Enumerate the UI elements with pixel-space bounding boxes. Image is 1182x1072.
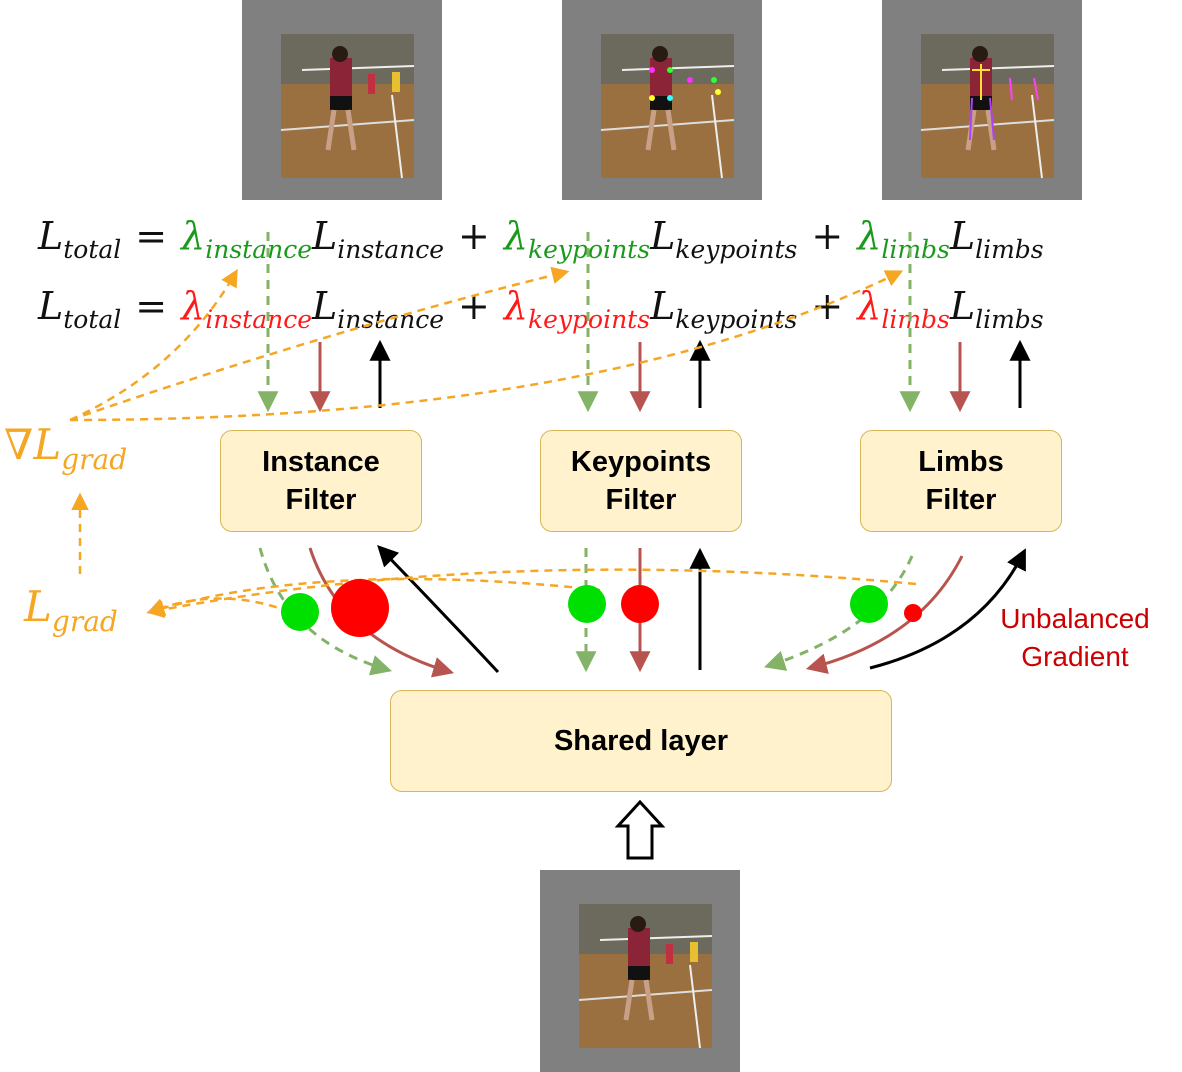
lambda-instance: λinstance <box>181 214 312 264</box>
shared-layer-box: Shared layer <box>390 690 892 792</box>
equals-sign: = <box>135 284 168 328</box>
limbs-top-arrows <box>899 232 1031 413</box>
orange-dashed-arrow <box>69 268 238 422</box>
green-dashed-arrow <box>764 555 914 671</box>
unbalanced-gradient-label: Unbalanced Gradient <box>1000 603 1150 672</box>
total-loss-subscript: total <box>63 305 122 334</box>
orange-dashed-arrow <box>146 577 601 617</box>
grad-collect-arrows <box>146 568 917 618</box>
grad-loss: Lgrad <box>24 582 118 638</box>
limbs-filter-label-2: Filter <box>925 484 997 516</box>
green-dashed-arrow <box>258 547 393 676</box>
lambda-keypoints: λkeypoints <box>503 214 650 264</box>
badminton-photo <box>280 34 415 179</box>
input-image <box>540 870 740 1072</box>
lambda-instance: λinstance <box>181 284 312 334</box>
plus-sign: + <box>811 284 844 328</box>
nabla-symbol: ∇ <box>4 420 34 469</box>
instance-top-arrows <box>257 232 391 413</box>
red-arrow <box>805 555 964 675</box>
instance-green-gradient-circle <box>281 593 319 631</box>
input-up-arrow <box>614 799 666 860</box>
lambda-limbs: λlimbs <box>857 284 950 334</box>
total-loss-symbol: L <box>38 284 64 328</box>
loss-instance: Linstance <box>312 214 445 264</box>
plus-sign: + <box>458 214 490 258</box>
keypoints-filter-label-2: Filter <box>605 484 677 516</box>
loss-keypoints: Lkeypoints <box>650 284 798 334</box>
equals-sign: = <box>135 214 168 258</box>
limbs-red-gradient-circle <box>904 604 922 622</box>
orange-dashed-arrow <box>146 568 917 618</box>
orange-dashed-arrow <box>69 266 570 422</box>
badminton-photo-keypoints <box>600 34 735 179</box>
instance-red-gradient-circle <box>331 579 389 637</box>
loss-equation-row-1: Ltotal = λinstanceLinstance + λkeypointsLkey… <box>38 214 1044 264</box>
badminton-photo-input <box>578 904 713 1049</box>
instance-filter-label-2: Filter <box>285 484 357 516</box>
limbs-filter-label-1: Limbs <box>918 446 1004 478</box>
instance-filter-label-1: Instance <box>262 446 380 478</box>
plus-sign: + <box>811 214 844 258</box>
loss-instance: Linstance <box>312 284 445 334</box>
badminton-photo-limbs <box>920 34 1055 179</box>
gradient-magnitudes <box>281 579 922 637</box>
keypoints-output-image <box>562 0 762 200</box>
black-arrow <box>869 548 1026 670</box>
instance-output-image <box>242 0 442 200</box>
total-loss-symbol: L <box>38 214 64 258</box>
loss-limbs: Llimbs <box>949 284 1044 334</box>
plus-sign: + <box>458 284 490 328</box>
total-loss-subscript: total <box>63 235 122 264</box>
keypoints-green-gradient-circle <box>568 585 606 623</box>
lambda-limbs: λlimbs <box>857 214 950 264</box>
keypoints-top-arrows <box>577 232 711 413</box>
nabla-grad-loss: ∇Lgrad <box>4 420 128 476</box>
orange-dashed-arrow <box>146 597 291 616</box>
shared-layer-label: Shared layer <box>553 725 729 757</box>
grad-update-arrows <box>69 266 904 574</box>
limbs-output-image <box>882 0 1082 200</box>
keypoints-red-gradient-circle <box>621 585 659 623</box>
loss-limbs: Llimbs <box>949 214 1044 264</box>
keypoints-filter-label-1: Keypoints <box>570 446 712 478</box>
limbs-green-gradient-circle <box>850 585 888 623</box>
black-arrow <box>377 544 500 674</box>
loss-keypoints: Lkeypoints <box>650 214 798 264</box>
orange-dashed-arrow <box>69 270 904 422</box>
